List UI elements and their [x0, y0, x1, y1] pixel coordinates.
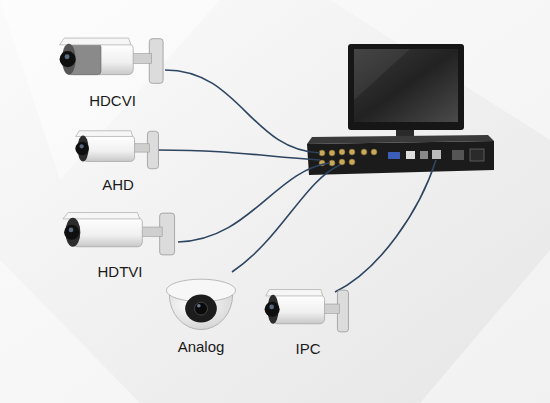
- bullet-camera-icon: [262, 282, 354, 340]
- dvr-recorder: [307, 135, 494, 175]
- camera-node: AHD: [72, 124, 164, 194]
- camera-label: HDCVI: [55, 92, 170, 110]
- camera-cable: [158, 70, 436, 292]
- camera-label: HDTVI: [58, 263, 182, 281]
- bullet-camera-icon: [58, 205, 182, 263]
- camera-label: Analog: [165, 338, 237, 356]
- camera-node: HDCVI: [55, 30, 170, 110]
- camera-label: AHD: [72, 176, 164, 194]
- dome-camera-icon: [165, 268, 237, 338]
- camera-label: IPC: [262, 340, 354, 358]
- camera-node: HDTVI: [58, 205, 182, 281]
- bullet-camera-icon: [55, 30, 170, 92]
- bullet-camera-icon: [72, 124, 164, 176]
- camera-node: IPC: [262, 282, 354, 358]
- monitor: [348, 44, 464, 140]
- camera-node: Analog: [165, 268, 237, 356]
